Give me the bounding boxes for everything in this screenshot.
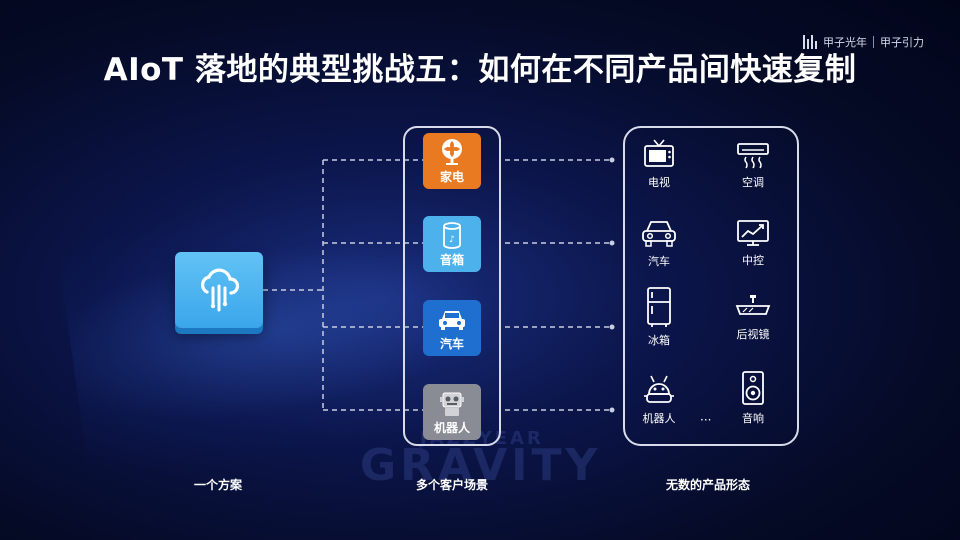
product-dashboard: 中控 — [718, 218, 788, 268]
connector-dot-2 — [609, 240, 615, 246]
product-air-conditioner: 空调 — [718, 140, 788, 190]
scenario-label: 机器人 — [433, 421, 470, 435]
product-rearview-mirror: 后视镜 — [718, 294, 788, 342]
scenario-label: 汽车 — [439, 337, 464, 351]
scenario-label: 家电 — [439, 170, 464, 184]
brand-separator — [873, 36, 874, 48]
scenario-home-appliance: 家电 — [423, 133, 481, 189]
car-icon — [642, 221, 676, 247]
scenario-speaker: ♪ 音箱 — [423, 216, 481, 272]
scenario-label: 音箱 — [439, 253, 464, 267]
slide-title: AIoT 落地的典型挑战五：如何在不同产品间快速复制 — [103, 52, 857, 88]
product-speaker: 音响 — [718, 370, 788, 426]
product-label: 音响 — [742, 412, 764, 425]
brand-logo: 甲子光年 甲子引力 — [803, 34, 924, 50]
connector-dot-3 — [609, 324, 615, 330]
product-label: 中控 — [742, 254, 764, 267]
speaker-icon: ♪ — [443, 222, 461, 249]
scenario-robot: 机器人 — [423, 384, 481, 440]
brand-name-right: 甲子引力 — [880, 36, 924, 49]
product-label: 后视镜 — [736, 328, 770, 341]
product-label: 冰箱 — [648, 334, 670, 347]
caption-countless-products: 无数的产品形态 — [665, 478, 750, 492]
tv-icon — [644, 139, 674, 167]
svg-text:♪: ♪ — [449, 235, 455, 245]
products-container — [623, 126, 799, 446]
product-fridge: 冰箱 — [624, 286, 694, 348]
rearview-mirror-icon — [735, 295, 771, 315]
product-label: 汽车 — [648, 255, 670, 268]
scenarios-container — [403, 126, 501, 446]
product-label: 机器人 — [642, 412, 676, 425]
robot-icon — [440, 392, 464, 416]
cloud-data-icon — [200, 268, 240, 312]
product-label: 空调 — [742, 176, 764, 189]
connector-dot-4 — [609, 407, 615, 413]
product-car: 汽车 — [624, 217, 694, 269]
product-label: 电视 — [648, 176, 670, 189]
speaker-icon — [742, 371, 764, 405]
fridge-icon — [647, 287, 671, 327]
car-icon — [439, 311, 465, 330]
brand-name-left: 甲子光年 — [823, 36, 867, 49]
more-products-ellipsis: ··· — [700, 413, 712, 427]
connector-dot-1 — [609, 157, 615, 163]
air-conditioner-icon — [737, 143, 769, 169]
caption-one-solution: 一个方案 — [193, 478, 242, 492]
dashboard-screen-icon — [737, 220, 769, 246]
watermark-bottom: GRAVITY — [360, 440, 602, 491]
brand-bars-icon — [803, 35, 817, 49]
scenario-car: 汽车 — [423, 300, 481, 356]
robot-icon — [644, 375, 674, 403]
product-robot: 机器人 — [624, 374, 694, 426]
caption-multiple-scenarios: 多个客户场景 — [415, 478, 488, 492]
fan-icon — [442, 139, 462, 165]
solution-cloud-box — [175, 252, 263, 328]
product-tv: 电视 — [624, 138, 694, 190]
